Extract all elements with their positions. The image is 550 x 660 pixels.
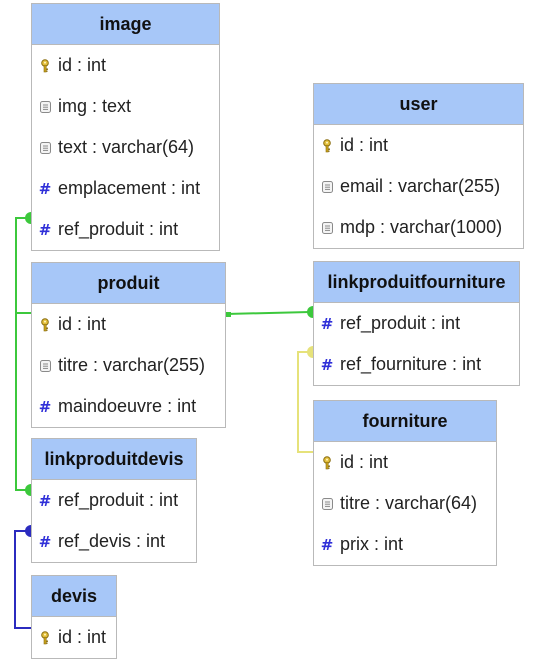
column-row[interactable]: mdp : varchar(1000) bbox=[314, 207, 523, 248]
column-label: ref_fourniture : int bbox=[340, 354, 482, 374]
numeric-column-icon: # bbox=[38, 532, 52, 551]
numeric-column-icon: # bbox=[320, 355, 334, 374]
column-row[interactable]: text : varchar(64) bbox=[32, 127, 219, 168]
text-column-icon bbox=[320, 221, 334, 234]
numeric-column-icon: # bbox=[320, 535, 334, 554]
key-icon bbox=[38, 630, 52, 645]
column-row[interactable]: titre : varchar(64) bbox=[314, 483, 496, 524]
table-header-fourniture[interactable]: fourniture bbox=[314, 401, 496, 442]
column-row[interactable]: id : int bbox=[314, 442, 496, 483]
column-row[interactable]: # ref_devis : int bbox=[32, 521, 196, 562]
column-row[interactable]: # maindoeuvre : int bbox=[32, 386, 225, 427]
text-column-icon bbox=[38, 100, 52, 113]
table-header-produit[interactable]: produit bbox=[32, 263, 225, 304]
table-linkproduitfourniture[interactable]: linkproduitfourniture#ref_produit : int#… bbox=[313, 261, 520, 386]
column-row[interactable]: id : int bbox=[32, 45, 219, 86]
column-row[interactable]: # ref_fourniture : int bbox=[314, 344, 519, 385]
table-linkproduitdevis[interactable]: linkproduitdevis # ref_produit : int # ref_d… bbox=[31, 438, 197, 563]
numeric-column-icon: # bbox=[320, 314, 334, 333]
column-label: ref_produit : int bbox=[340, 313, 461, 333]
key-icon bbox=[38, 317, 52, 332]
column-label: maindoeuvre : int bbox=[58, 396, 197, 416]
column-label: text : varchar(64) bbox=[58, 137, 195, 157]
column-label: id : int bbox=[58, 627, 107, 647]
column-row[interactable]: id : int bbox=[32, 304, 225, 345]
key-icon bbox=[38, 58, 52, 73]
column-row[interactable]: id : int bbox=[32, 617, 116, 658]
table-produit[interactable]: produit id : int titre : varchar(255) # main… bbox=[31, 262, 226, 428]
table-header-image[interactable]: image bbox=[32, 4, 219, 45]
table-header-linkproduitfourniture[interactable]: linkproduitfourniture bbox=[314, 262, 519, 303]
column-label: email : varchar(255) bbox=[340, 176, 501, 196]
table-header-user[interactable]: user bbox=[314, 84, 523, 125]
text-column-icon bbox=[320, 180, 334, 193]
numeric-column-icon: # bbox=[38, 397, 52, 416]
column-row[interactable]: img : text bbox=[32, 86, 219, 127]
table-header-devis[interactable]: devis bbox=[32, 576, 116, 617]
column-row[interactable]: # emplacement : int bbox=[32, 168, 219, 209]
table-header-linkproduitdevis[interactable]: linkproduitdevis bbox=[32, 439, 196, 480]
numeric-column-icon: # bbox=[38, 179, 52, 198]
column-row[interactable]: # prix : int bbox=[314, 524, 496, 565]
key-icon bbox=[320, 138, 334, 153]
column-label: id : int bbox=[58, 55, 107, 75]
table-fourniture[interactable]: fourniture id : int titre : varchar(64) # pr… bbox=[313, 400, 497, 566]
text-column-icon bbox=[38, 359, 52, 372]
table-image[interactable]: image id : int img : text text : varchar(64… bbox=[31, 3, 220, 251]
column-label: id : int bbox=[340, 452, 389, 472]
table-user[interactable]: user id : int email : varchar(255) mdp : va… bbox=[313, 83, 524, 249]
column-label: ref_devis : int bbox=[58, 531, 166, 551]
column-label: titre : varchar(64) bbox=[340, 493, 478, 513]
column-label: titre : varchar(255) bbox=[58, 355, 206, 375]
column-label: ref_produit : int bbox=[58, 219, 179, 239]
key-icon bbox=[320, 455, 334, 470]
relation-line-produit-linkproduitfourniture bbox=[225, 311, 311, 315]
column-label: ref_produit : int bbox=[58, 490, 179, 510]
column-label: img : text bbox=[58, 96, 132, 116]
column-label: id : int bbox=[340, 135, 389, 155]
column-row[interactable]: id : int bbox=[314, 125, 523, 166]
column-label: mdp : varchar(1000) bbox=[340, 217, 503, 237]
relation-line-fourniture bbox=[297, 351, 313, 453]
numeric-column-icon: # bbox=[38, 491, 52, 510]
column-row[interactable]: # ref_produit : int bbox=[32, 480, 196, 521]
column-row[interactable]: titre : varchar(255) bbox=[32, 345, 225, 386]
column-label: emplacement : int bbox=[58, 178, 201, 198]
column-row[interactable]: email : varchar(255) bbox=[314, 166, 523, 207]
text-column-icon bbox=[38, 141, 52, 154]
relation-endpoint bbox=[226, 312, 231, 317]
text-column-icon bbox=[320, 497, 334, 510]
table-devis[interactable]: devis id : int bbox=[31, 575, 117, 659]
column-label: id : int bbox=[58, 314, 107, 334]
numeric-column-icon: # bbox=[38, 220, 52, 239]
relation-line-image-linkproduitdevis bbox=[15, 217, 31, 491]
column-label: prix : int bbox=[340, 534, 404, 554]
relation-line-devis bbox=[14, 530, 31, 629]
column-row[interactable]: # ref_produit : int bbox=[314, 303, 519, 344]
column-row[interactable]: # ref_produit : int bbox=[32, 209, 219, 250]
